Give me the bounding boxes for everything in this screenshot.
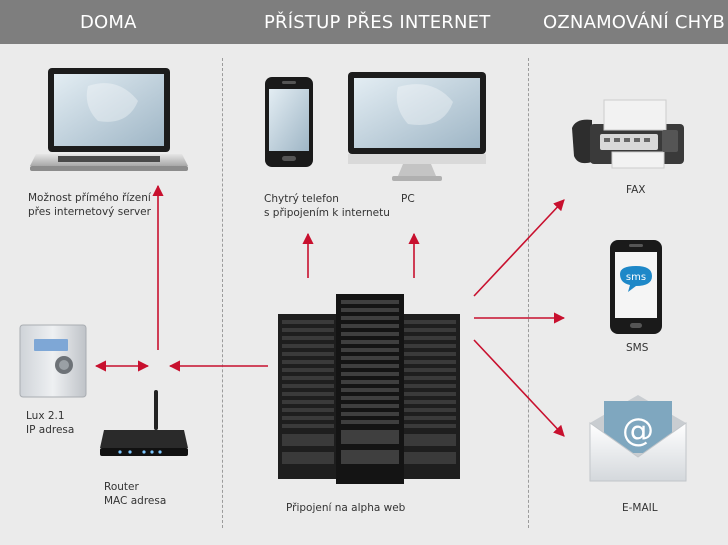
at-sign-icon: @ [622,411,654,449]
sms-bubble-text: sms [626,272,646,283]
arrow-to-email [473,339,565,437]
router-label-line2: MAC adresa [104,495,167,507]
column-divider-left [222,58,223,528]
lux-label-line2: IP adresa [26,424,75,436]
email-label: E-MAIL [622,502,658,514]
header-bar: DOMA PŘÍSTUP PŘES INTERNET OZNAMOVÁNÍ CH… [0,0,728,44]
pc-label: PC [401,193,415,205]
sms-label: SMS [626,342,649,354]
laptop-label-line1: Možnost přímého řízení [28,192,151,204]
sms-phone-icon: sms [610,240,662,334]
server-rack-icon [278,294,460,484]
router-icon [100,390,188,456]
pc-monitor-icon [348,72,486,181]
router-label-line1: Router [104,481,139,493]
header-error-notification: OZNAMOVÁNÍ CHYB [543,12,726,33]
lux-label-line1: Lux 2.1 [26,410,65,422]
laptop-label-line2: přes internetový server [28,206,151,218]
smartphone-icon [265,77,313,167]
fax-label: FAX [626,184,646,196]
server-label: Připojení na alpha web [286,502,406,514]
laptop-icon [30,68,188,171]
smartphone-label-line1: Chytrý telefon [264,193,339,205]
arrow-to-fax [473,199,565,297]
column-divider-right [528,58,529,528]
header-doma: DOMA [80,12,137,33]
fax-icon [572,99,684,169]
email-envelope-icon: @ [589,395,687,482]
header-internet-access: PŘÍSTUP PŘES INTERNET [264,12,491,33]
smartphone-label-line2: s připojením k internetu [264,207,390,219]
lux-device-icon [19,324,87,398]
